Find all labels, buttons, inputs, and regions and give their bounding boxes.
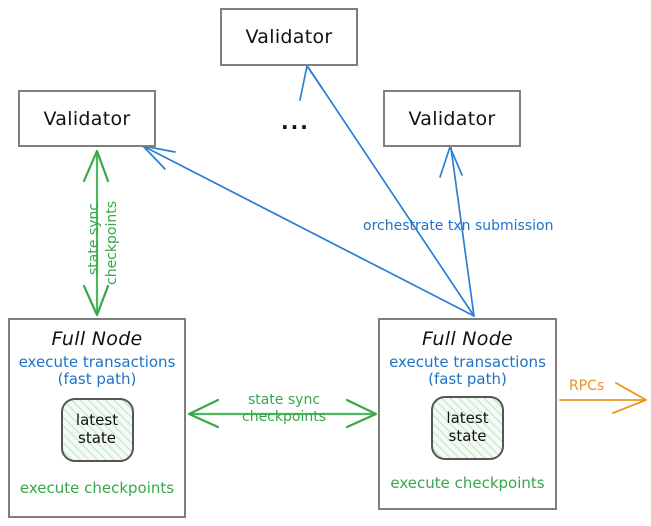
validator-top[interactable]: Validator [220,8,358,66]
full-node-right-latest-state-chip[interactable]: latest state [431,395,504,460]
full-node-right[interactable]: Full Node execute transactions (fast pat… [378,318,557,510]
edge-label-orchestrate: orchestrate txn submission [363,218,554,234]
full-node-left-latest-state-line1: latest [75,410,119,429]
full-node-right-fast-path-line2: (fast path) [428,369,507,388]
edge-label-state-sync-horizontal: state sync checkpoints [230,392,338,426]
validator-top-label: Validator [245,26,333,48]
full-node-right-fast-path-line1: execute transactions [389,353,546,371]
edge-label-state-sync-vertical-line2: checkpoints [104,201,120,285]
full-node-left-fast-path-line2: (fast path) [57,369,137,388]
full-node-right-latest-state-line1: latest [446,408,489,427]
validators-ellipsis: ... [281,110,310,134]
edge-label-state-sync-vertical-line1: state sync [86,202,102,275]
full-node-left-fast-path-line1: execute transactions [18,353,176,371]
validator-left-label: Validator [43,107,131,130]
full-node-right-title: Full Node [421,328,514,350]
full-node-left-fast-path: execute transactions (fast path) [19,354,176,388]
full-node-left-execute-checkpoints: execute checkpoints [19,478,175,497]
full-node-left[interactable]: Full Node execute transactions (fast pat… [8,318,186,518]
edge-label-rpcs: RPCs [569,378,605,394]
full-node-left-latest-state-line2: state [78,428,116,447]
full-node-left-title: Full Node [51,328,143,350]
full-node-right-fast-path: execute transactions (fast path) [389,354,546,388]
full-node-left-latest-state-chip[interactable]: latest state [60,397,134,462]
full-node-right-execute-checkpoints: execute checkpoints [390,473,545,492]
validator-right-label: Validator [408,107,496,130]
validator-left[interactable]: Validator [18,90,156,147]
full-node-right-latest-state-line2: state [448,426,487,445]
validator-right[interactable]: Validator [383,90,521,147]
edge-label-state-sync-horizontal-line2: checkpoints [242,408,326,425]
edge-label-state-sync-horizontal-line1: state sync [247,392,321,408]
